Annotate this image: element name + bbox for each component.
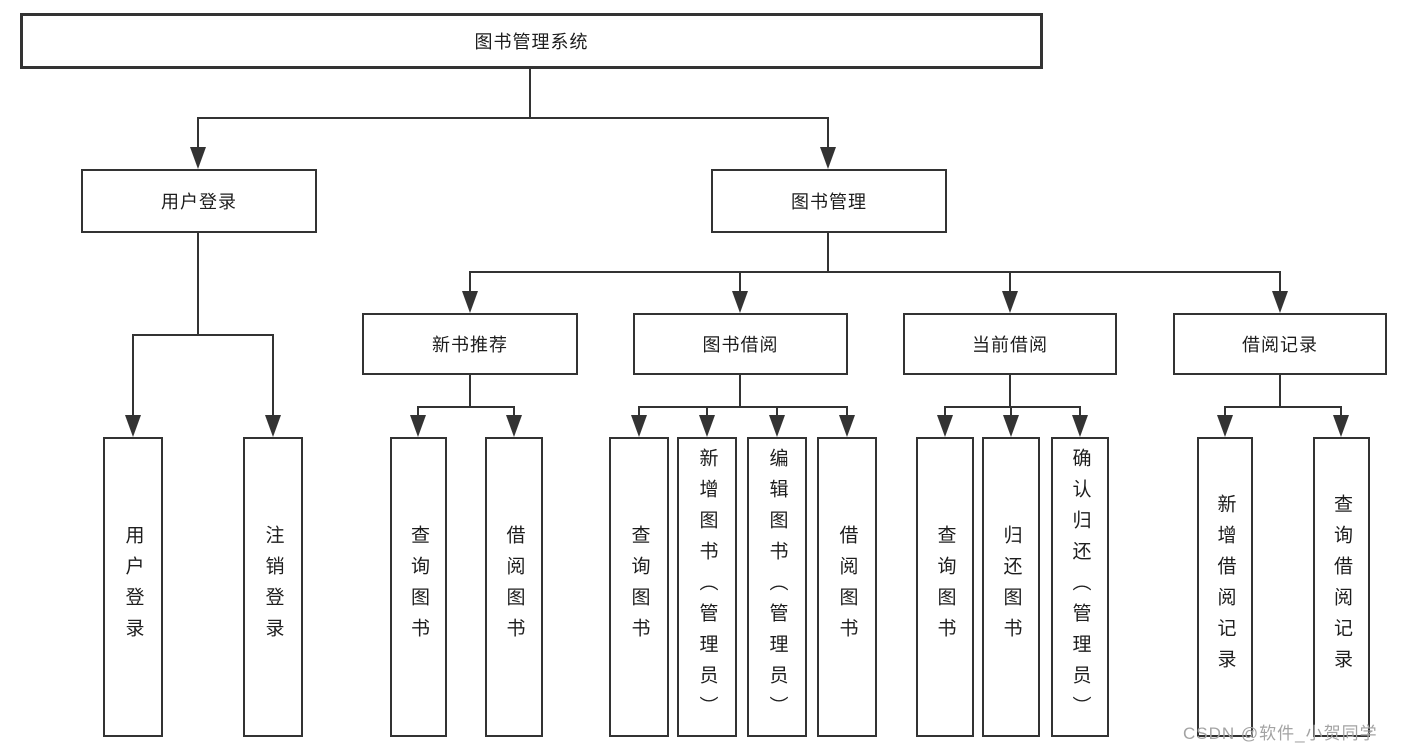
connector-line: [132, 334, 134, 417]
node-new-book-recommend: 新书推荐: [362, 313, 578, 375]
connector-line: [1079, 406, 1081, 418]
arrowhead-down-icon: [1072, 415, 1088, 437]
connector-line: [1224, 406, 1342, 408]
node-borrowing-records: 借阅记录: [1173, 313, 1387, 375]
connector-line: [1224, 406, 1226, 418]
leaf-user-login: 用户登录: [103, 437, 163, 737]
connector-line: [197, 233, 199, 335]
connector-line: [944, 406, 946, 418]
node-library-management-system: 图书管理系统: [20, 13, 1043, 69]
connector-line: [132, 334, 274, 336]
connector-line: [846, 406, 848, 418]
connector-line: [272, 334, 274, 417]
arrowhead-down-icon: [410, 415, 426, 437]
arrowhead-down-icon: [1333, 415, 1349, 437]
node-book-borrowing: 图书借阅: [633, 313, 848, 375]
arrowhead-down-icon: [631, 415, 647, 437]
connector-line: [469, 271, 1281, 273]
connector-line: [1010, 406, 1012, 418]
connector-line: [197, 117, 829, 119]
arrowhead-down-icon: [732, 291, 748, 313]
leaf-logout: 注销登录: [243, 437, 303, 737]
connector-line: [513, 406, 515, 418]
leaf-query-books-borrowing: 查询图书: [609, 437, 669, 737]
connector-line: [469, 375, 471, 407]
leaf-query-books-recommend: 查询图书: [390, 437, 447, 737]
arrowhead-down-icon: [506, 415, 522, 437]
connector-line: [1009, 271, 1011, 295]
leaf-query-books-current: 查询图书: [916, 437, 974, 737]
leaf-add-books-admin: 新增图书（管理员）: [677, 437, 737, 737]
arrowhead-down-icon: [820, 147, 836, 169]
arrowhead-down-icon: [462, 291, 478, 313]
leaf-edit-books-admin: 编辑图书（管理员）: [747, 437, 807, 737]
arrowhead-down-icon: [769, 415, 785, 437]
arrowhead-down-icon: [265, 415, 281, 437]
connector-line: [638, 406, 640, 418]
leaf-confirm-return-admin: 确认归还（管理员）: [1051, 437, 1109, 737]
arrowhead-down-icon: [1217, 415, 1233, 437]
connector-line: [469, 271, 471, 295]
connector-line: [1279, 375, 1281, 407]
arrowhead-down-icon: [1272, 291, 1288, 313]
leaf-return-books: 归还图书: [982, 437, 1040, 737]
connector-line: [197, 117, 199, 149]
connector-line: [638, 406, 848, 408]
connector-line: [417, 406, 419, 418]
arrowhead-down-icon: [1002, 291, 1018, 313]
node-current-borrowing: 当前借阅: [903, 313, 1117, 375]
node-user-login: 用户登录: [81, 169, 317, 233]
connector-line: [1340, 406, 1342, 418]
connector-line: [944, 406, 1081, 408]
leaf-borrow-books: 借阅图书: [817, 437, 877, 737]
connector-line: [529, 69, 531, 118]
node-book-management: 图书管理: [711, 169, 947, 233]
connector-line: [417, 406, 515, 408]
connector-line: [827, 233, 829, 272]
connector-line: [1279, 271, 1281, 295]
connector-line: [739, 375, 741, 407]
connector-line: [1009, 375, 1011, 407]
arrowhead-down-icon: [125, 415, 141, 437]
connector-line: [776, 406, 778, 418]
connector-line: [706, 406, 708, 418]
arrowhead-down-icon: [699, 415, 715, 437]
arrowhead-down-icon: [937, 415, 953, 437]
connector-line: [827, 117, 829, 149]
leaf-query-borrow-record: 查询借阅记录: [1313, 437, 1370, 737]
arrowhead-down-icon: [1003, 415, 1019, 437]
csdn-watermark: CSDN @软件_小贺同学: [1183, 724, 1378, 743]
arrowhead-down-icon: [839, 415, 855, 437]
connector-line: [739, 271, 741, 295]
arrowhead-down-icon: [190, 147, 206, 169]
leaf-borrow-books-recommend: 借阅图书: [485, 437, 543, 737]
leaf-add-borrow-record: 新增借阅记录: [1197, 437, 1253, 737]
